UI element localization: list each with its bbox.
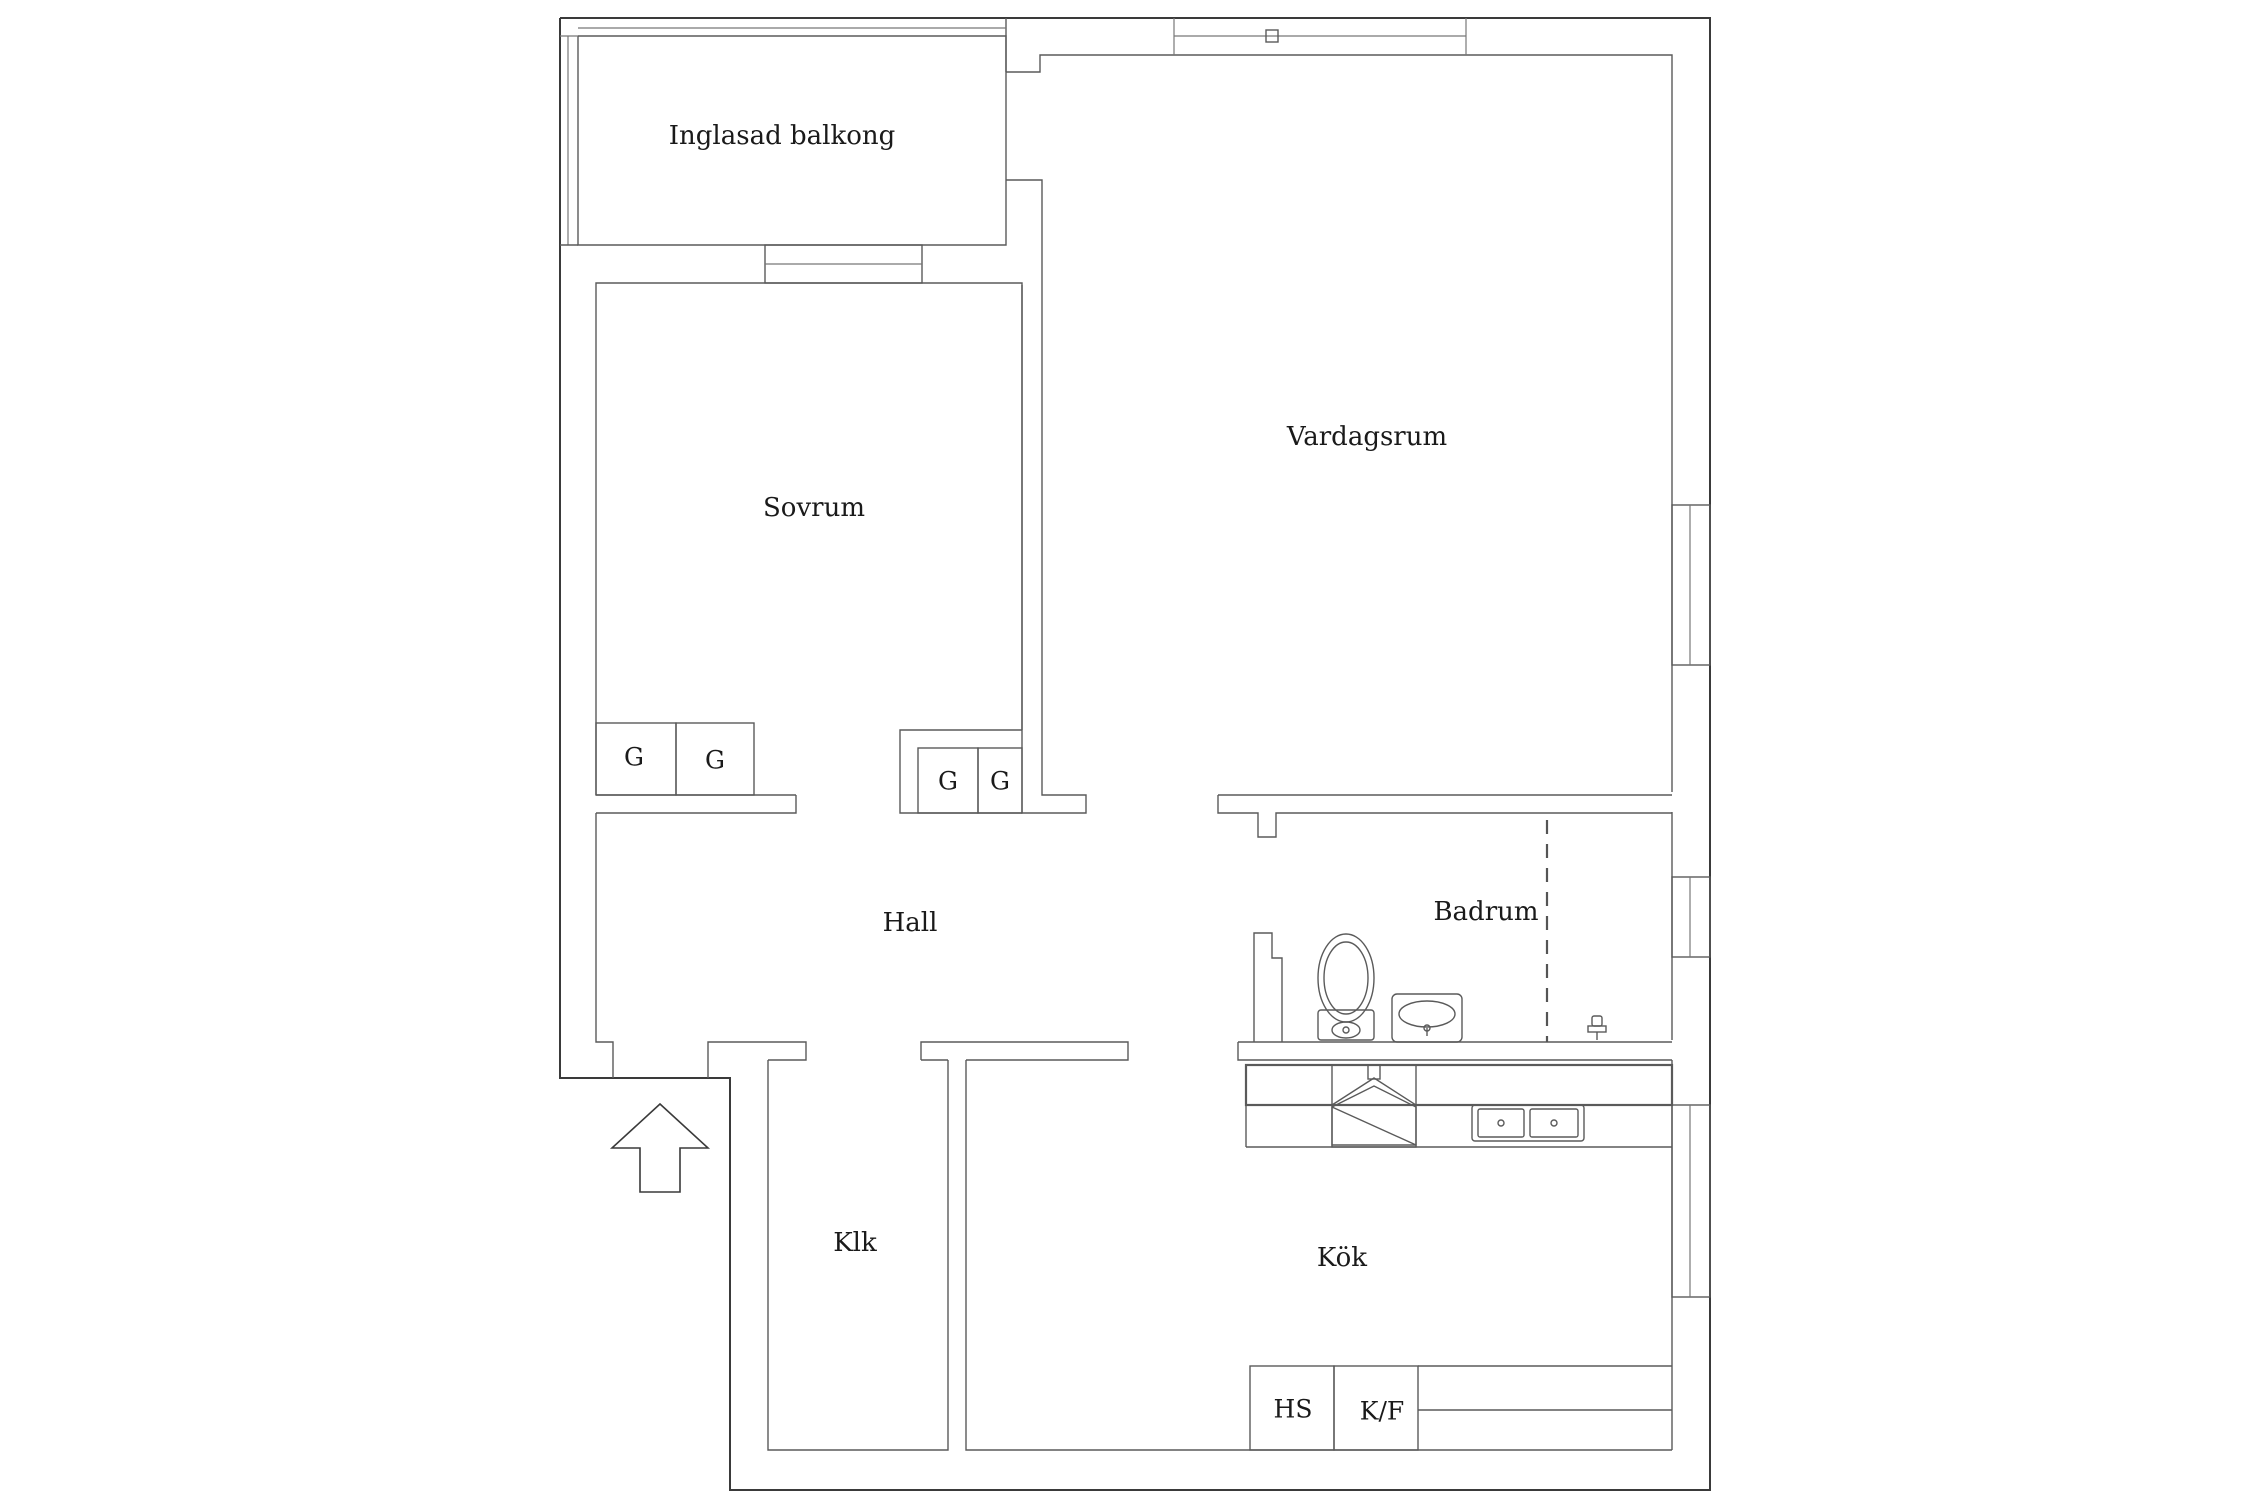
room-label-closet: Klk bbox=[833, 1228, 877, 1258]
closet-walls bbox=[767, 1059, 949, 1451]
room-label-balcony: Inglasad balkong bbox=[669, 121, 895, 151]
storage-label-kf: K/F bbox=[1360, 1397, 1404, 1426]
kitchen-storage bbox=[1249, 1365, 1672, 1451]
outer-walls bbox=[559, 17, 1711, 1491]
storage-label-hs: HS bbox=[1274, 1395, 1313, 1424]
hall-walls bbox=[595, 813, 1129, 1078]
wardrobe-label: G bbox=[705, 746, 725, 775]
shower-icon bbox=[1587, 1015, 1607, 1040]
toilet-icon bbox=[1317, 933, 1375, 1041]
bathroom-walls bbox=[1237, 820, 1672, 1061]
washbasin-icon bbox=[1391, 993, 1463, 1043]
bedroom-walls bbox=[595, 282, 1023, 814]
interior-wall-vertical bbox=[1006, 179, 1087, 814]
balcony bbox=[560, 27, 1007, 284]
kitchen-sink-icon bbox=[1471, 1104, 1585, 1142]
kitchen-counter bbox=[1244, 1063, 1674, 1148]
wardrobe-label: G bbox=[624, 743, 644, 772]
room-label-bathroom: Badrum bbox=[1433, 897, 1538, 927]
room-label-kitchen: Kök bbox=[1317, 1243, 1367, 1273]
wardrobe-label: G bbox=[938, 767, 958, 796]
stove-icon bbox=[1329, 1064, 1419, 1148]
right-windows bbox=[1671, 504, 1711, 1298]
wardrobes bbox=[595, 722, 1023, 814]
wardrobe-label: G bbox=[990, 767, 1010, 796]
room-label-living: Vardagsrum bbox=[1286, 422, 1447, 452]
room-label-bedroom: Sovrum bbox=[763, 493, 865, 523]
kitchen-walls bbox=[965, 1060, 1672, 1451]
living-room-walls bbox=[1217, 794, 1672, 838]
entrance-arrow-icon bbox=[609, 1102, 711, 1193]
top-window bbox=[1173, 18, 1467, 55]
room-label-hall: Hall bbox=[883, 908, 938, 938]
